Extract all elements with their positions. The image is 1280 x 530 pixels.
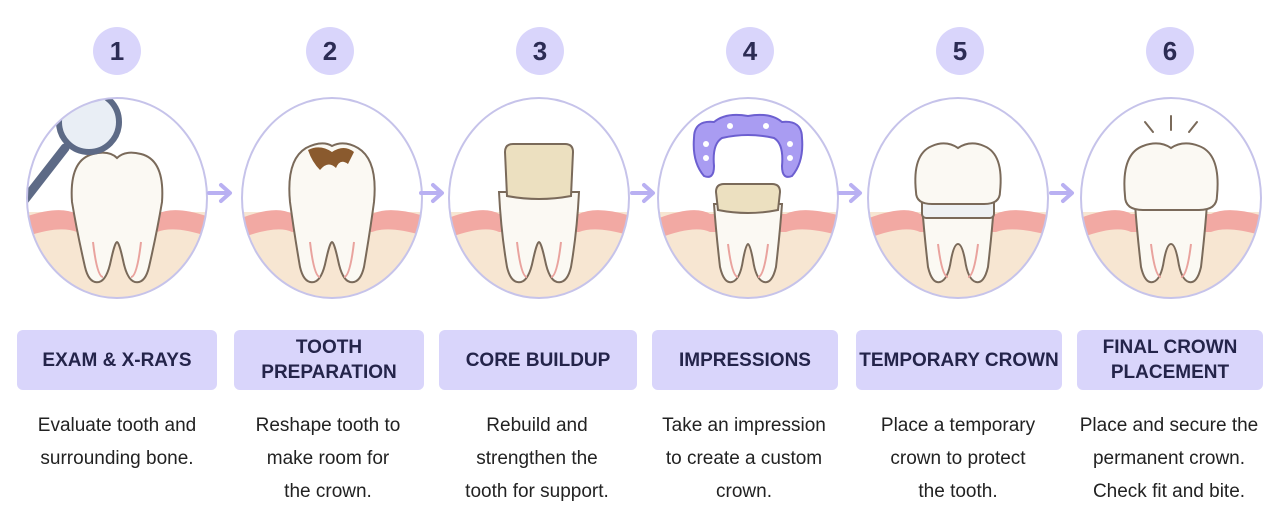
step-number-badge: 2 (306, 27, 354, 75)
impression-tray-tooth-icon (657, 97, 839, 299)
step-description: Rebuild and strengthen the tooth for sup… (465, 415, 609, 502)
step-title: TOOTH PREPARATION (234, 330, 424, 390)
step-number-badge: 3 (516, 27, 564, 75)
step-6: 6 FINAL CROWN PLACEMENT Place and secure… (1075, 0, 1275, 530)
final-crown-tooth-icon (1080, 97, 1262, 299)
step-title: CORE BUILDUP (439, 330, 637, 390)
step-number-badge: 1 (93, 27, 141, 75)
arrow-right-icon (207, 183, 232, 203)
decayed-tooth-icon (241, 97, 423, 299)
step-3: 3 CORE BUILDUP Rebuild and strengthen th… (439, 0, 643, 530)
step-5: 5 TEMPORARY CROWN Place a temporary crow… (856, 0, 1064, 530)
step-title: TEMPORARY CROWN (856, 330, 1062, 390)
step-title: FINAL CROWN PLACEMENT (1077, 330, 1263, 390)
arrow-right-icon (419, 183, 444, 203)
temporary-crown-tooth-icon (867, 97, 1049, 299)
step-description: Place a temporary crown to protect the t… (880, 415, 1036, 502)
step-number-badge: 6 (1146, 27, 1194, 75)
step-number-badge: 4 (726, 27, 774, 75)
step-number-badge: 5 (936, 27, 984, 75)
step-description: Reshape tooth to make room for the crown… (255, 415, 401, 502)
step-1: 1 EXAM & X-RAYS Evaluate tooth and surro… (17, 0, 217, 530)
core-buildup-tooth-icon (448, 97, 630, 299)
step-description: Evaluate tooth and surrounding bone. (37, 415, 197, 469)
step-2: 2 TOOTH PREPARATION Reshape tooth to mak… (234, 0, 436, 530)
step-title: EXAM & X-RAYS (17, 330, 217, 390)
step-title: IMPRESSIONS (652, 330, 838, 390)
step-description: Take an impression to create a custom cr… (662, 415, 826, 502)
arrow-right-icon (837, 183, 862, 203)
step-description: Place and secure the permanent crown. Ch… (1079, 415, 1259, 502)
step-4: 4 IMPRESSIONS Take an impression to crea… (652, 0, 854, 530)
arrow-right-icon (1049, 183, 1074, 203)
arrow-right-icon (630, 183, 655, 203)
magnifier-tooth-icon (26, 97, 208, 299)
